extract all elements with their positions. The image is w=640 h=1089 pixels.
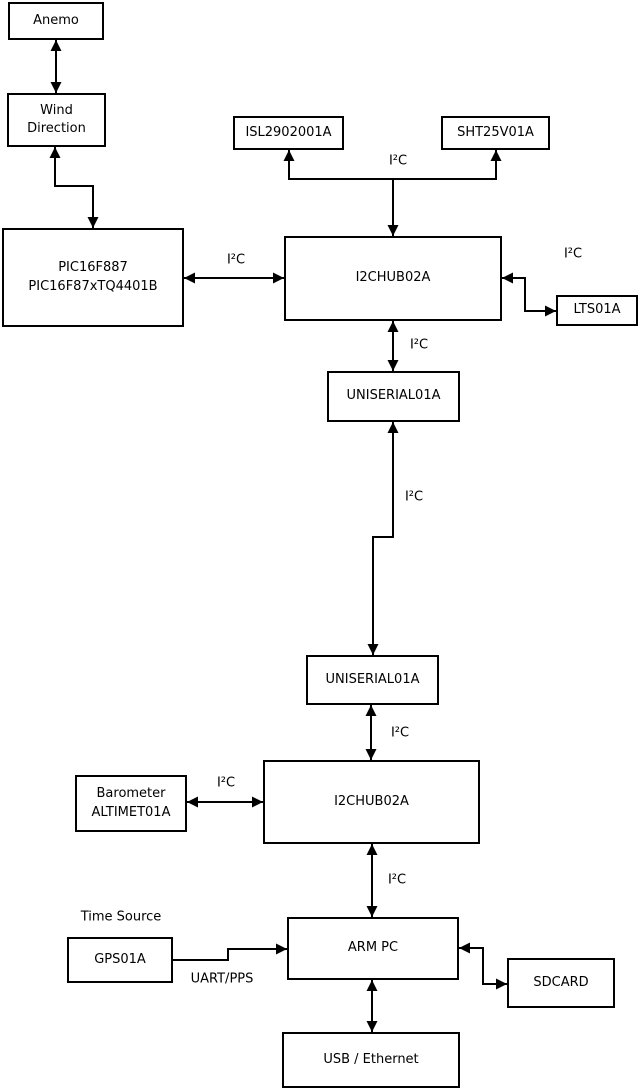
wire-arm-sdcard (459, 942, 507, 990)
node-anemo-label: Anemo (33, 12, 79, 28)
node-gps01a: GPS01A (67, 937, 173, 983)
node-gps01a-label: GPS01A (94, 951, 146, 967)
edge-label-uart-pps: UART/PPS (189, 971, 255, 987)
edge-label-i2c-sensor-bus: I²C (387, 153, 409, 169)
node-lts01a-label: LTS01A (573, 302, 621, 318)
node-sdcard-label: SDCARD (533, 974, 589, 990)
node-usb-ethernet-label: USB / Ethernet (323, 1051, 419, 1067)
edge-label-i2c-uniserial2-hub2: I²C (389, 725, 411, 741)
node-arm-pc-label: ARM PC (347, 940, 399, 956)
node-arm-pc: ARM PC (287, 917, 459, 980)
node-i2chub02a-lower: I2CHUB02A (263, 760, 480, 844)
node-anemo: Anemo (8, 2, 104, 40)
node-sht25v01a-label: SHT25V01A (457, 124, 534, 140)
edge-label-i2c-hub2-arm: I²C (386, 872, 408, 888)
node-pic16f887-label-line2: PIC16F87xTQ4401B (28, 278, 158, 294)
edge-label-i2c-hub1-lts: I²C (562, 246, 584, 262)
edge-label-i2c-barometer-hub2: I²C (215, 775, 237, 791)
wire-gps-arm (173, 943, 287, 961)
node-sdcard: SDCARD (507, 958, 615, 1008)
node-i2chub02a-upper: I2CHUB02A (284, 236, 502, 321)
wire-hub1-lts (502, 272, 556, 317)
node-lts01a: LTS01A (556, 295, 638, 326)
edge-label-i2c-hub1-uniserial1: I²C (408, 337, 430, 353)
node-isl2902001a: ISL2902001A (233, 116, 344, 150)
edge-label-i2c-uniserial1-uniserial2: I²C (403, 489, 425, 505)
node-barometer-altimet01a: Barometer ALTIMET01A (75, 775, 187, 832)
node-uniserial01a-lower-label: UNISERIAL01A (325, 671, 420, 687)
node-i2chub02a-lower-label: I2CHUB02A (334, 793, 409, 809)
node-uniserial01a-lower: UNISERIAL01A (306, 655, 439, 705)
node-pic16f887-label-line1: PIC16F887 (58, 260, 128, 276)
node-usb-ethernet: USB / Ethernet (282, 1032, 460, 1088)
label-time-source: Time Source (79, 909, 163, 925)
node-i2chub02a-upper-label: I2CHUB02A (355, 270, 431, 286)
node-barometer-label-line1: Barometer (96, 786, 166, 802)
node-wind-direction: Wind Direction (7, 93, 106, 147)
node-uniserial01a-upper: UNISERIAL01A (327, 371, 460, 422)
node-sht25v01a: SHT25V01A (441, 116, 550, 150)
node-isl2902001a-label: ISL2902001A (245, 124, 332, 140)
node-wind-direction-label-line1: Wind (40, 102, 73, 118)
node-barometer-label-line2: ALTIMET01A (91, 804, 171, 820)
node-uniserial01a-upper-label: UNISERIAL01A (346, 388, 441, 404)
node-pic16f887: PIC16F887 PIC16F87xTQ4401B (2, 228, 184, 327)
wire-wind-pic (49, 147, 99, 228)
wire-uniserial1-uniserial2 (367, 422, 399, 655)
edge-label-i2c-pic-hub1: I²C (225, 252, 247, 268)
node-wind-direction-label-line2: Direction (27, 121, 86, 136)
